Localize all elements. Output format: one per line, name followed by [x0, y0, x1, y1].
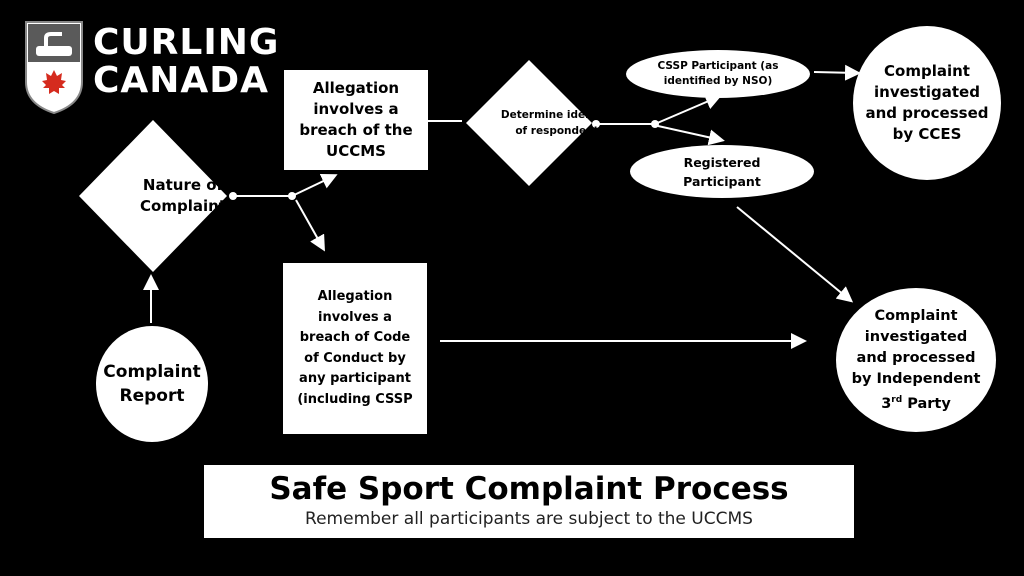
brand-line-2: CANADA	[93, 60, 270, 101]
arrow-split-to-uccms	[291, 173, 338, 197]
nature-of-complaint-node: Nature of Complaint	[79, 120, 227, 272]
arrow-cssp-to-cces	[813, 64, 861, 81]
junction-dot	[229, 192, 237, 200]
determine-identity-node: Determine identity of respondent	[466, 60, 613, 186]
junction-dot	[651, 120, 659, 128]
determine-identity-label: Determine identity of respondent	[500, 109, 614, 137]
arrow-split-to-registered	[657, 125, 725, 146]
cssp-participant-label: CSSP Participant (as identified by NSO)	[657, 60, 779, 87]
third-party-suffix: Party	[902, 395, 951, 412]
arrow-split-to-cssp	[654, 94, 722, 125]
third-party-sup: rd	[891, 394, 903, 405]
complaint-report-label: Complaint Report	[103, 362, 201, 406]
page-title: Safe Sport Complaint Process	[269, 471, 789, 507]
allegation-code-label: Allegation involves a breach of Code of …	[297, 289, 413, 407]
allegation-uccms-node: Allegation involves a breach of the UCCM…	[284, 70, 428, 170]
registered-participant-label: Registered Participant	[683, 154, 761, 189]
third-party-outcome-node: Complaint investigated and processed by …	[836, 288, 996, 432]
allegation-code-node: Allegation involves a breach of Code of …	[283, 263, 427, 434]
nature-of-complaint-label: Nature of Complaint	[140, 176, 226, 215]
brand-line-1: CURLING	[93, 22, 280, 63]
arrow-registered-to-thirdparty	[736, 206, 854, 303]
third-party-outcome-label: Complaint investigated and processed by …	[850, 306, 982, 415]
complaint-report-node: Complaint Report	[96, 326, 208, 442]
cces-outcome-label: Complaint investigated and processed by …	[865, 62, 989, 143]
page-subtitle: Remember all participants are subject to…	[305, 509, 753, 529]
cssp-participant-node: CSSP Participant (as identified by NSO)	[626, 50, 810, 98]
allegation-uccms-label: Allegation involves a breach of the UCCM…	[299, 79, 413, 160]
arrow-split-to-code	[295, 199, 325, 252]
curling-stone-maple-leaf-shield-icon	[25, 21, 83, 115]
title-banner: Safe Sport Complaint Process Remember al…	[204, 465, 854, 538]
junction-dot	[592, 120, 600, 128]
brand-name: CURLING CANADA	[93, 24, 279, 100]
third-party-text: Complaint investigated and processed by …	[851, 307, 981, 412]
junction-dot	[288, 192, 296, 200]
curling-canada-logo	[24, 20, 84, 115]
cces-outcome-node: Complaint investigated and processed by …	[853, 26, 1001, 180]
registered-participant-node: Registered Participant	[630, 145, 814, 198]
